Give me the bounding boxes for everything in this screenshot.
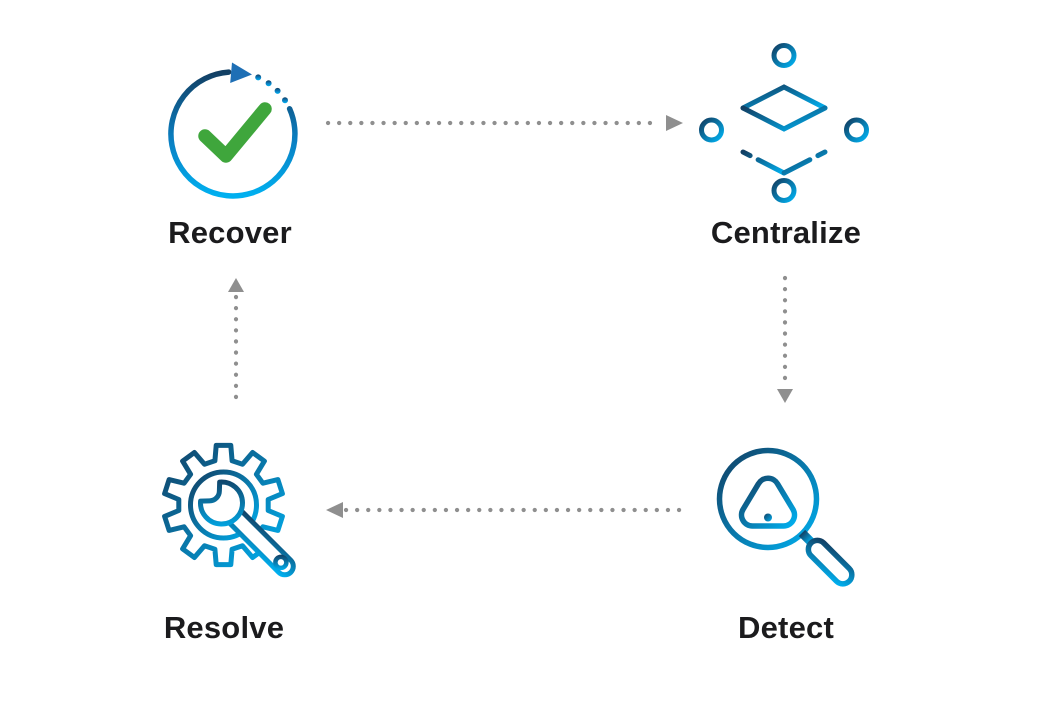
recover-cycle-check-icon (168, 62, 298, 199)
check-mark-icon (198, 102, 272, 163)
warning-triangle-icon (738, 475, 798, 529)
resolve-label: Resolve (163, 610, 285, 645)
node-recover (167, 48, 303, 200)
arrow-centralize-to-detect (777, 275, 793, 403)
recover-label: Recover (168, 215, 292, 250)
node-detect (710, 441, 862, 589)
centralize-cube-network-icon (699, 43, 869, 203)
centralize-label: Centralize (710, 215, 862, 250)
arrow-detect-to-resolve (326, 502, 686, 518)
detect-label: Detect (738, 610, 834, 645)
arrow-resolve-to-recover (228, 278, 244, 406)
detect-magnifier-alert-icon (716, 447, 855, 587)
wrench-icon (198, 479, 296, 578)
resolve-gear-wrench-icon (162, 442, 296, 578)
arrow-recover-to-centralize (325, 115, 683, 131)
recover-arrowhead (230, 62, 252, 83)
node-resolve (160, 440, 315, 590)
node-centralize (698, 42, 870, 206)
